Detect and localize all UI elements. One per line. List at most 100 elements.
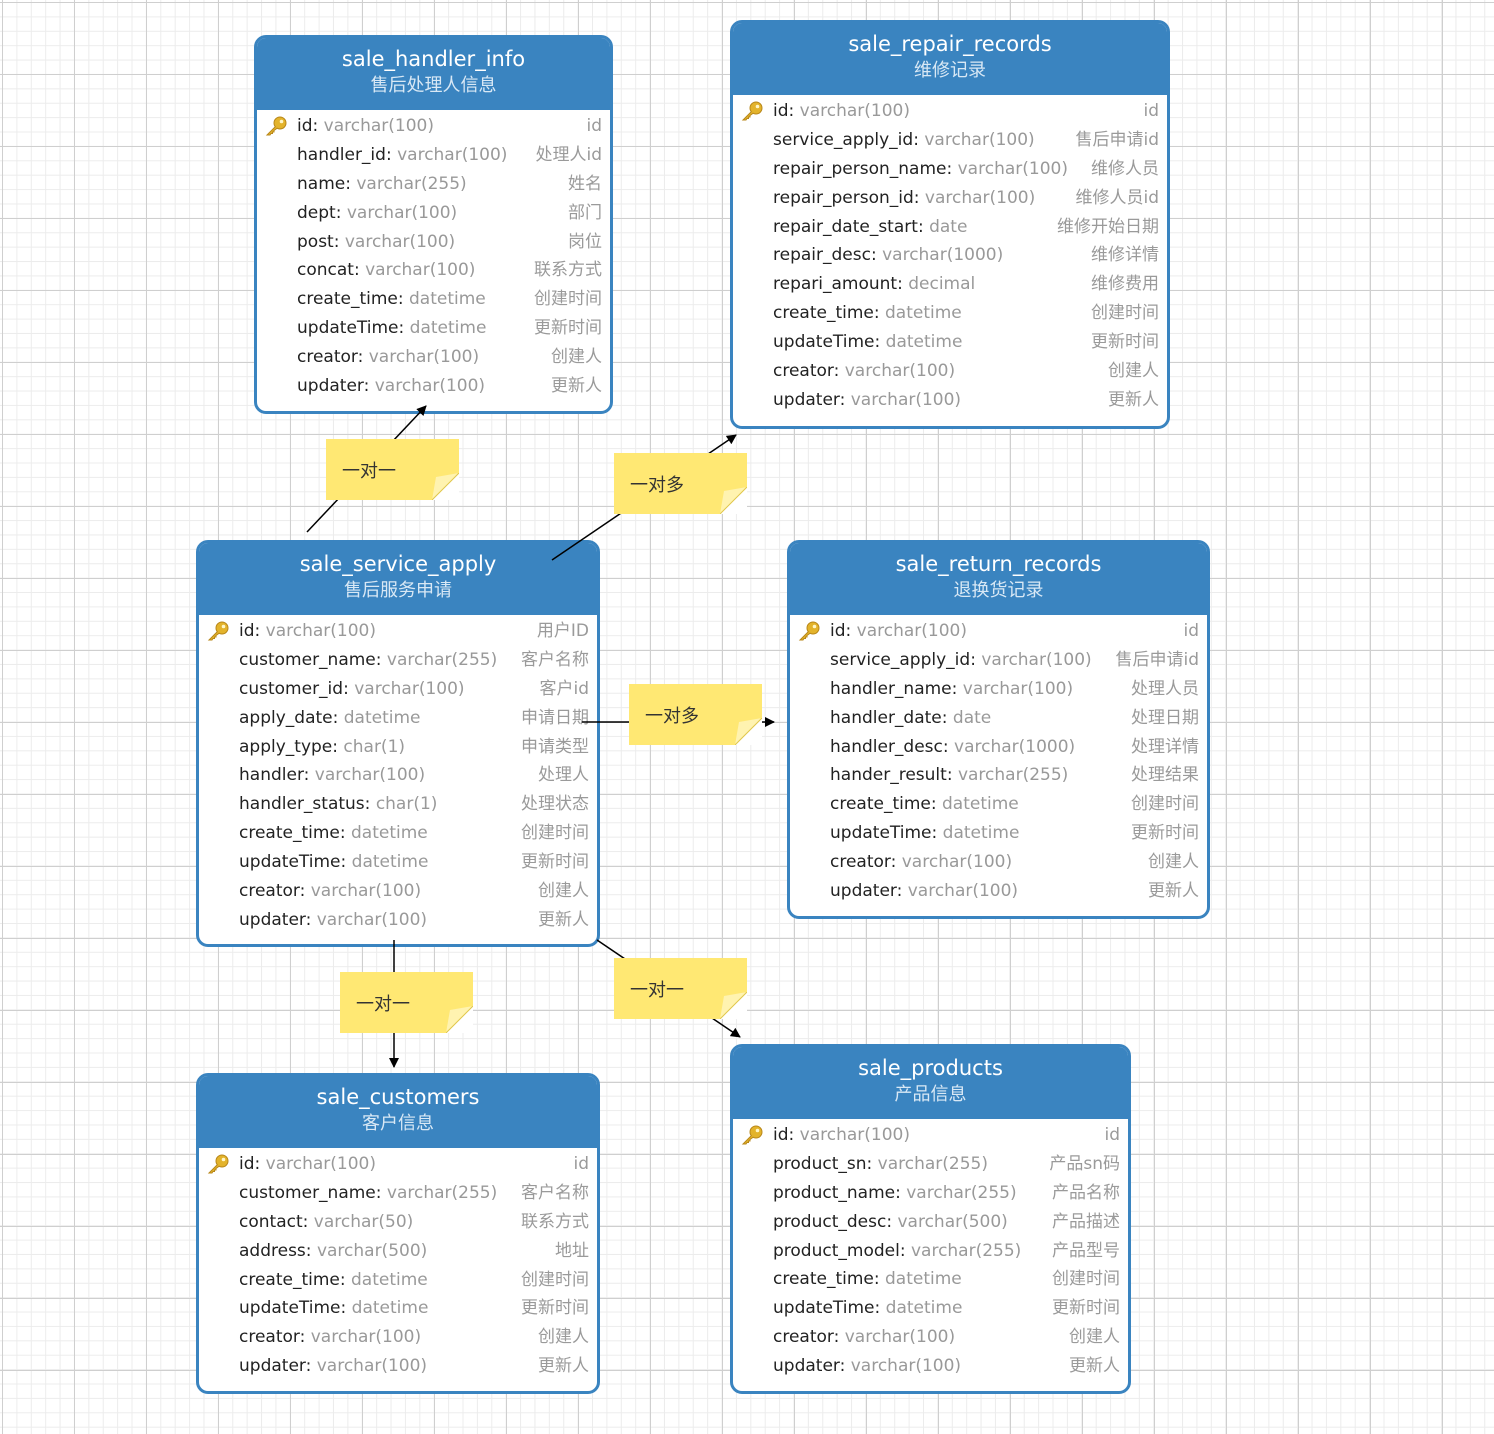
field-name: service_apply_id: [830, 649, 971, 670]
field-row[interactable]: customer_name: varchar(255)客户名称: [199, 646, 597, 675]
field-definition: name: varchar(255): [297, 173, 467, 194]
field-row[interactable]: creator: varchar(100)创建人: [257, 343, 610, 372]
entity-sale-repair-records[interactable]: sale_repair_records 维修记录 id: varchar(100…: [730, 20, 1170, 429]
field-row[interactable]: handler: varchar(100)处理人: [199, 761, 597, 790]
field-definition: create_time: datetime: [239, 823, 428, 844]
field-name: id: [773, 101, 789, 121]
field-row[interactable]: address: varchar(500)地址: [199, 1237, 597, 1266]
field-type: varchar(255): [386, 1182, 498, 1203]
field-row[interactable]: updater: varchar(100)更新人: [199, 1352, 597, 1381]
field-row[interactable]: creator: varchar(100)创建人: [733, 357, 1167, 386]
field-name: create_time: [239, 1269, 340, 1290]
field-row[interactable]: id: varchar(100)id: [199, 1150, 597, 1179]
relation-note-apply-handler[interactable]: 一对一: [326, 439, 459, 500]
field-row[interactable]: id: varchar(100)id: [257, 112, 610, 141]
field-row[interactable]: handler_id: varchar(100)处理人id: [257, 141, 610, 170]
field-name: concat: [297, 260, 354, 281]
field-row[interactable]: updater: varchar(100)更新人: [257, 372, 610, 401]
field-name: updater: [239, 1356, 306, 1377]
field-comment: 创建人: [1069, 1327, 1120, 1348]
field-comment: id: [1183, 621, 1199, 641]
field-row[interactable]: id: varchar(100)用户ID: [199, 617, 597, 646]
field-row[interactable]: customer_name: varchar(255)客户名称: [199, 1179, 597, 1208]
field-row[interactable]: id: varchar(100)id: [733, 1121, 1128, 1150]
relation-note-apply-return[interactable]: 一对多: [629, 684, 762, 745]
field-row[interactable]: customer_id: varchar(100)客户id: [199, 675, 597, 704]
field-row[interactable]: concat: varchar(100)联系方式: [257, 256, 610, 285]
entity-sale-return-records[interactable]: sale_return_records 退换货记录 id: varchar(10…: [787, 540, 1210, 919]
field-row[interactable]: repair_person_id: varchar(100)维修人员id: [733, 184, 1167, 213]
field-type: varchar(100): [901, 852, 1013, 873]
field-type: datetime: [885, 1298, 963, 1319]
field-row[interactable]: product_desc: varchar(500)产品描述: [733, 1208, 1128, 1237]
field-row[interactable]: product_model: varchar(255)产品型号: [733, 1237, 1128, 1266]
field-row[interactable]: creator: varchar(100)创建人: [790, 848, 1207, 877]
field-type: datetime: [351, 1269, 428, 1290]
field-row[interactable]: name: varchar(255)姓名: [257, 170, 610, 199]
field-definition: updater: varchar(100): [239, 1356, 428, 1377]
relation-note-apply-customers[interactable]: 一对一: [340, 972, 473, 1033]
field-row[interactable]: creator: varchar(100)创建人: [199, 877, 597, 906]
field-row[interactable]: repair_person_name: varchar(100)维修人员: [733, 155, 1167, 184]
field-row[interactable]: contact: varchar(50)联系方式: [199, 1208, 597, 1237]
relation-note-apply-repair[interactable]: 一对多: [614, 453, 747, 514]
field-definition: id: varchar(100): [239, 621, 376, 641]
field-comment: id: [586, 116, 602, 136]
field-row[interactable]: handler_name: varchar(100)处理人员: [790, 675, 1207, 704]
field-definition: creator: varchar(100): [239, 881, 422, 902]
entity-sale-handler-info[interactable]: sale_handler_info 售后处理人信息 id: varchar(10…: [254, 35, 613, 414]
field-row[interactable]: handler_desc: varchar(1000)处理详情: [790, 733, 1207, 762]
field-type: varchar(100): [346, 202, 458, 223]
field-row[interactable]: updater: varchar(100)更新人: [790, 877, 1207, 906]
field-name: creator: [773, 1327, 834, 1348]
field-name: creator: [239, 881, 300, 902]
field-row[interactable]: post: varchar(100)岗位: [257, 228, 610, 257]
field-row[interactable]: creator: varchar(100)创建人: [733, 1323, 1128, 1352]
field-row[interactable]: product_name: varchar(255)产品名称: [733, 1179, 1128, 1208]
field-type: char(1): [375, 794, 438, 815]
field-row[interactable]: service_apply_id: varchar(100)售后申请id: [790, 646, 1207, 675]
relation-note-apply-products[interactable]: 一对一: [614, 958, 747, 1019]
entity-sale-service-apply[interactable]: sale_service_apply 售后服务申请 id: varchar(10…: [196, 540, 600, 947]
field-row[interactable]: id: varchar(100)id: [733, 97, 1167, 126]
field-row[interactable]: product_sn: varchar(255)产品sn码: [733, 1150, 1128, 1179]
field-comment: 售后申请id: [1075, 129, 1159, 150]
field-name: creator: [239, 1327, 300, 1348]
relation-label: 一对一: [342, 460, 396, 482]
field-row[interactable]: updater: varchar(100)更新人: [733, 386, 1167, 415]
field-row[interactable]: apply_type: char(1)申请类型: [199, 733, 597, 762]
field-name: hander_result: [830, 765, 947, 786]
field-row[interactable]: repair_desc: varchar(1000)维修详情: [733, 241, 1167, 270]
field-row[interactable]: handler_status: char(1)处理状态: [199, 790, 597, 819]
field-row[interactable]: hander_result: varchar(255)处理结果: [790, 761, 1207, 790]
field-row[interactable]: dept: varchar(100)部门: [257, 199, 610, 228]
field-row[interactable]: updater: varchar(100)更新人: [733, 1352, 1128, 1381]
field-comment: 更新人: [551, 376, 602, 397]
entity-name: sale_handler_info: [341, 47, 526, 71]
field-type: varchar(100): [314, 765, 426, 786]
field-row[interactable]: creator: varchar(100)创建人: [199, 1323, 597, 1352]
field-name: updateTime: [830, 823, 932, 844]
field-row[interactable]: updater: varchar(100)更新人: [199, 906, 597, 935]
field-row[interactable]: service_apply_id: varchar(100)售后申请id: [733, 126, 1167, 155]
field-row[interactable]: id: varchar(100)id: [790, 617, 1207, 646]
